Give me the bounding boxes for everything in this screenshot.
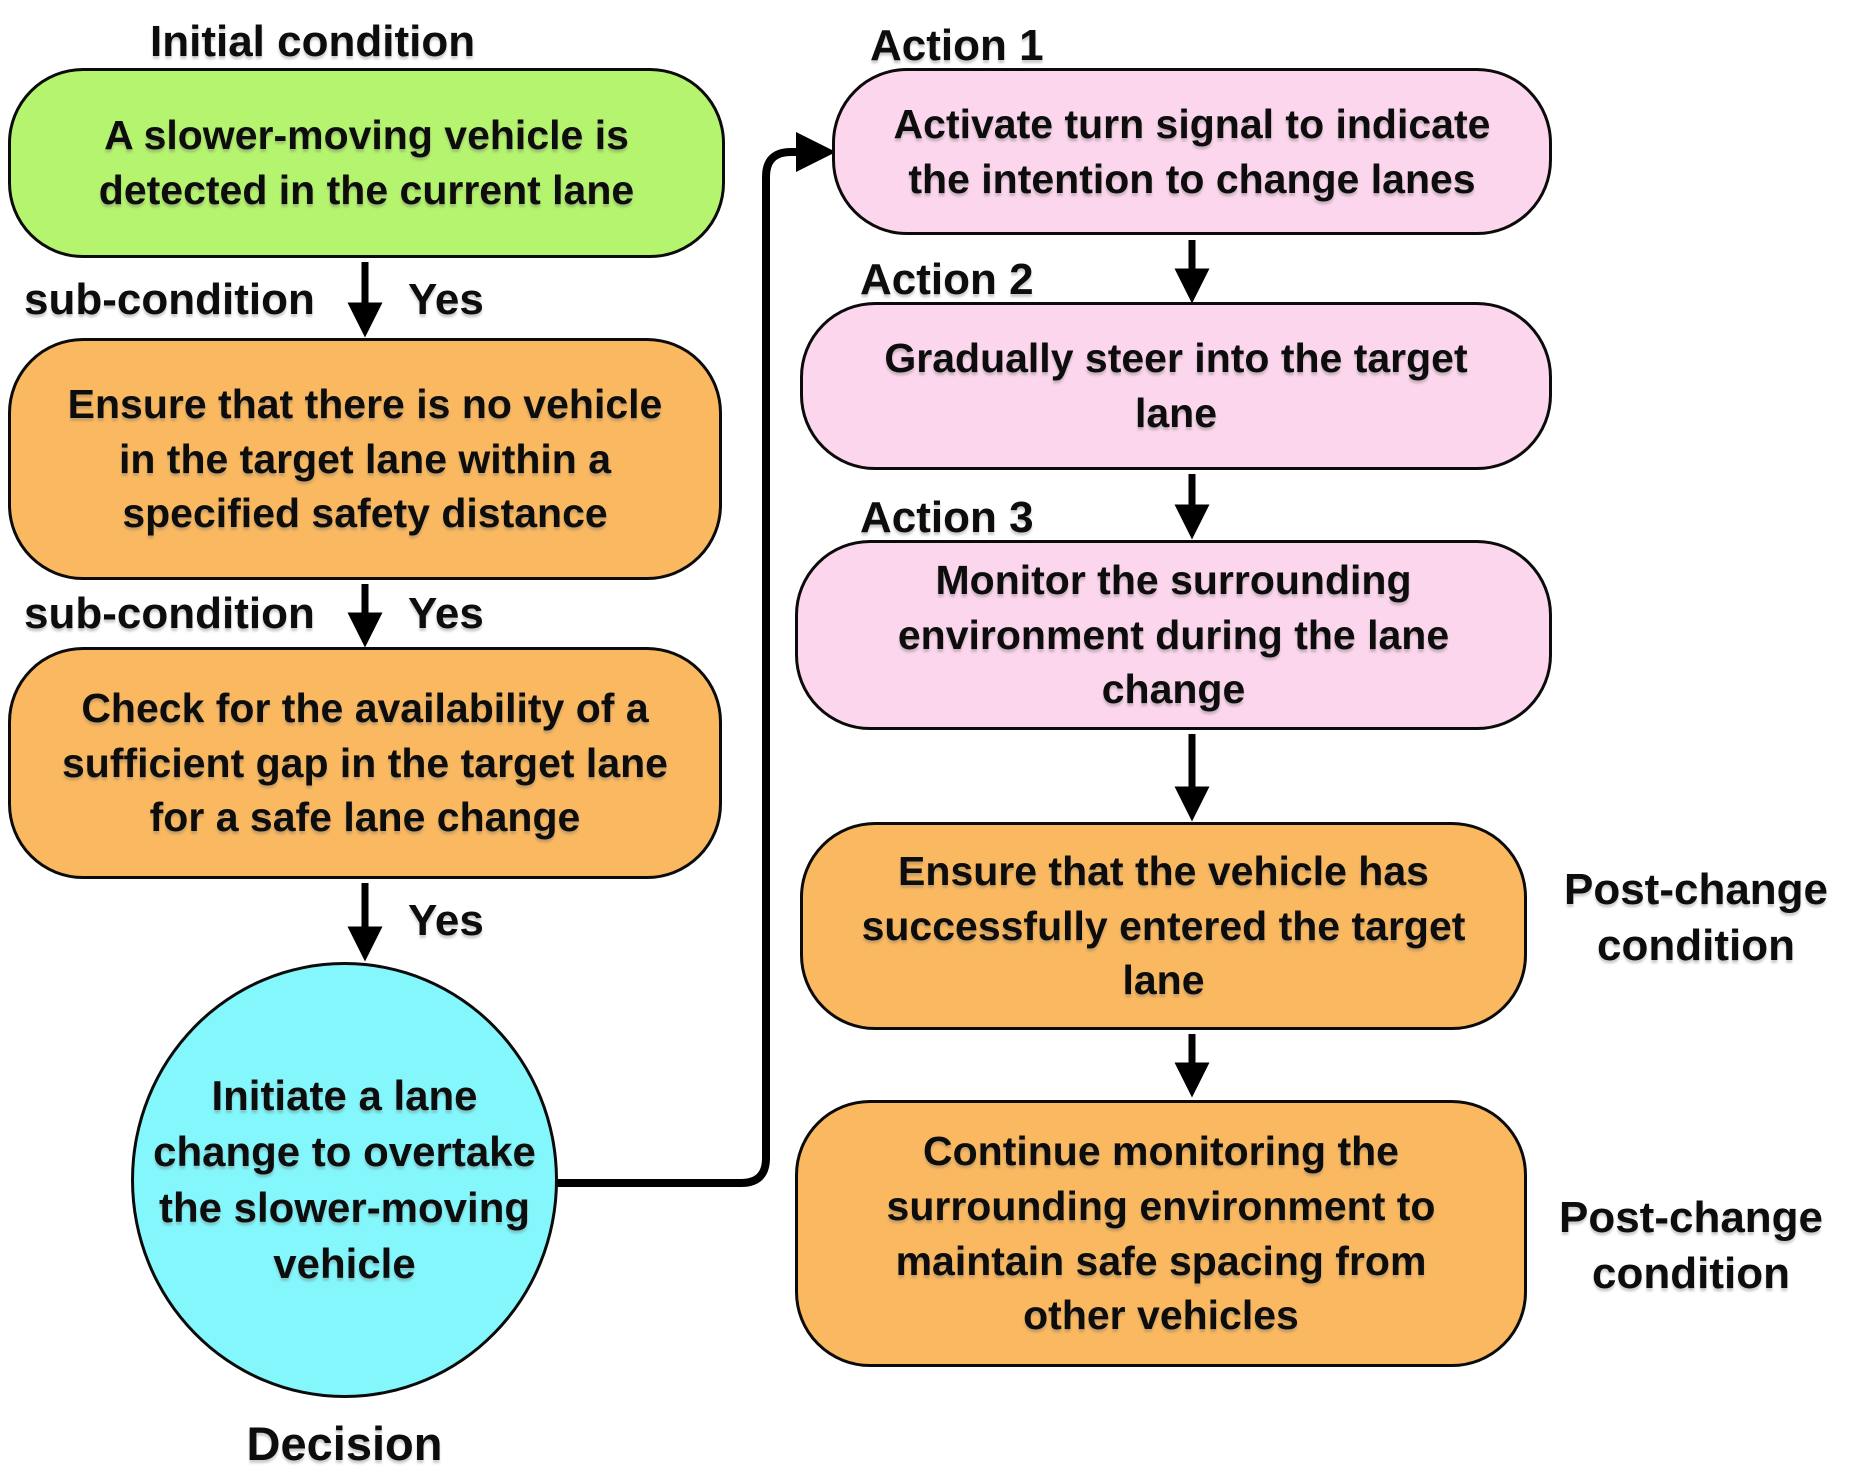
node-sub-condition-2: Check for the availability of a sufficie…: [8, 647, 722, 879]
label-sub-condition-1: sub-condition: [24, 275, 315, 324]
label-yes-2: Yes: [408, 589, 484, 638]
node-action-2: Gradually steer into the target lane: [800, 302, 1552, 470]
label-post-change-condition-1: Post-change condition: [1563, 865, 1829, 971]
node-sub-condition-1: Ensure that there is no vehicle in the t…: [8, 338, 722, 580]
label-action-3: Action 3: [860, 493, 1034, 542]
node-decision: Initiate a lane change to overtake the s…: [131, 962, 558, 1398]
label-initial-condition: Initial condition: [150, 17, 476, 66]
label-action-1: Action 1: [870, 21, 1044, 70]
node-action-1: Activate turn signal to indicate the int…: [832, 68, 1552, 235]
node-action-3: Monitor the surrounding environment duri…: [795, 540, 1552, 730]
label-action-2: Action 2: [860, 255, 1034, 304]
label-yes-3: Yes: [408, 896, 484, 945]
node-initial-condition: A slower-moving vehicle is detected in t…: [8, 68, 725, 258]
label-sub-condition-2: sub-condition: [24, 589, 315, 638]
connector-decision-to-action1: [556, 132, 836, 1187]
label-yes-1: Yes: [408, 275, 484, 324]
node-post-change-condition-1: Ensure that the vehicle has successfully…: [800, 822, 1527, 1030]
label-decision: Decision: [246, 1417, 443, 1470]
label-post-change-condition-2: Post-change condition: [1558, 1193, 1824, 1299]
node-post-change-condition-2: Continue monitoring the surrounding envi…: [795, 1100, 1527, 1367]
